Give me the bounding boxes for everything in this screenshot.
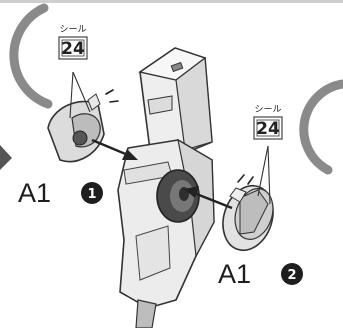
robot-leg-part: [118, 48, 214, 328]
right-callout-arc: [304, 84, 343, 170]
part-letter: A1: [18, 178, 51, 208]
top-border: [0, 0, 343, 3]
part-a1-2: [215, 179, 281, 257]
part-label-a1-1: A1 1: [18, 178, 103, 208]
sticker-word: シール: [59, 25, 86, 35]
left-callout-arc: [14, 8, 48, 104]
left-edge-arrow: [0, 145, 12, 170]
part-label-a1-2: A1 2: [218, 259, 303, 289]
spark-marks-right: [238, 175, 253, 184]
sticker-word: シール: [254, 105, 281, 115]
sticker-number: 24: [61, 39, 85, 59]
sticker-number: 24: [256, 119, 280, 139]
sticker-callout-right: シール 24: [254, 105, 282, 139]
step-number: 2: [287, 268, 296, 283]
part-a1-1: [48, 94, 104, 162]
sticker-callout-left: シール 24: [59, 25, 87, 59]
part-letter: A1: [218, 259, 251, 289]
spark-marks-left: [106, 90, 118, 102]
step-number: 1: [87, 187, 96, 202]
